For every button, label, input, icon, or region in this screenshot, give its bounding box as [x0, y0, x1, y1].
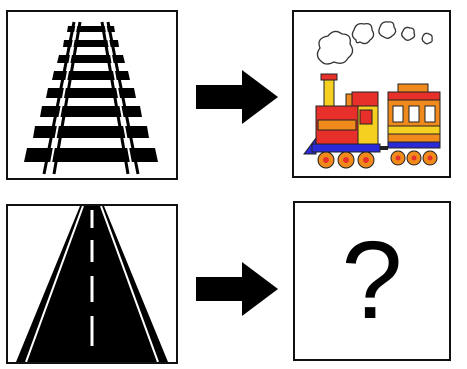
steam-train-icon [294, 12, 449, 176]
railway-track-panel [6, 10, 178, 180]
road-panel [6, 204, 178, 364]
railway-track-icon [8, 12, 176, 178]
arrow-right-icon [196, 262, 278, 316]
arrow-right-icon [196, 70, 278, 124]
question-mark: ? [295, 203, 449, 359]
answer-panel: ? [293, 201, 451, 361]
steam-train-panel [292, 10, 451, 178]
road-icon [8, 206, 176, 362]
